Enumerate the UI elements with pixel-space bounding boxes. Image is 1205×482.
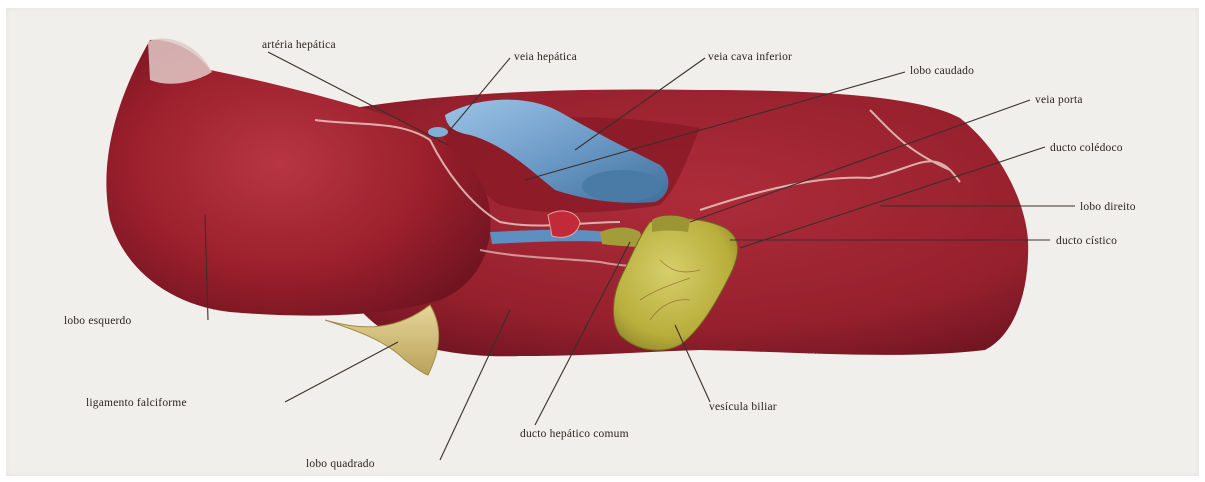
label-lobo-caudado: lobo caudado [910,65,974,77]
hepatic-vein-stub [428,127,448,137]
label-lobo-direito: lobo direito [1080,201,1136,213]
label-arteria-hepatica: artéria hepática [262,39,336,51]
label-ducto-hepatico-comum: ducto hepático comum [520,428,629,440]
gallbladder-neck [652,216,690,233]
label-lobo-esquerdo: lobo esquerdo [64,315,131,327]
label-lobo-quadrado: lobo quadrado [306,458,375,470]
leader-ligamento-falciforme [285,342,398,402]
label-ducto-coledoco: ducto colédoco [1050,142,1123,154]
artist-signature: ~ ~ [806,349,817,358]
label-veia-cava-inferior: veia cava inferior [708,51,792,63]
label-vesicula-biliar: vesícula biliar [709,401,777,413]
vena-cava-opening [582,170,662,202]
label-ligamento-falciforme: ligamento falciforme [86,397,187,409]
left-lobe-tip [148,38,212,83]
label-veia-hepatica: veia hepática [514,51,577,63]
label-ducto-cistico: ducto cístico [1056,235,1117,247]
label-veia-porta: veia porta [1035,94,1083,106]
